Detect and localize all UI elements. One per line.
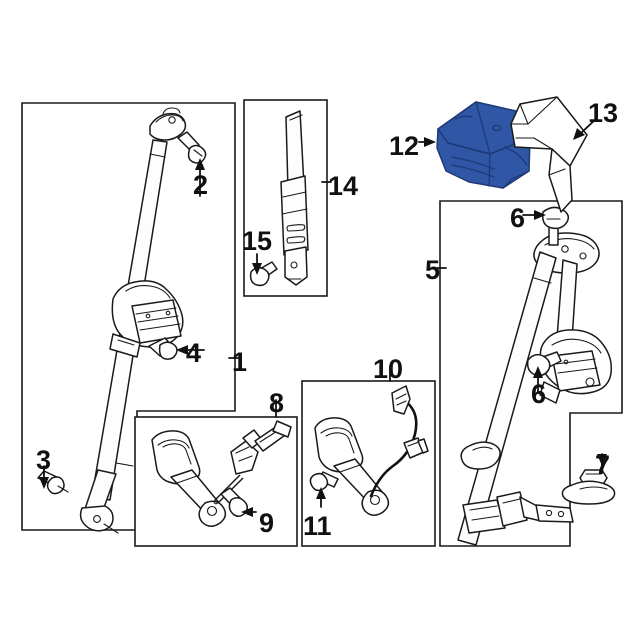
callout-number-6-upper: 6 <box>510 203 526 233</box>
callout-number-13: 13 <box>588 98 619 128</box>
callout-number-11: 11 <box>303 511 332 541</box>
callout-number-2: 2 <box>193 170 209 200</box>
callout-number-14: 14 <box>328 171 359 201</box>
callout-number-12: 12 <box>389 131 420 161</box>
callout-number-3: 3 <box>36 445 52 475</box>
buckle-with-sensor-wire-art <box>309 385 429 516</box>
leader-13 <box>579 117 598 135</box>
rear-seat-belt-assembly-art <box>457 206 616 546</box>
callout-number-8: 8 <box>269 388 285 418</box>
front-buckle-assembly-art <box>151 420 292 527</box>
callout-number-6-lower: 6 <box>531 379 547 409</box>
callout-number-15: 15 <box>242 226 273 256</box>
callout-number-9: 9 <box>259 508 275 538</box>
callout-number-5: 5 <box>425 255 441 285</box>
seat-belt-webbing-extension-art <box>249 110 309 287</box>
callout-number-1: 1 <box>232 347 248 377</box>
callout-leaders <box>39 117 607 517</box>
callout-number-10: 10 <box>373 354 404 384</box>
callout-number-7: 7 <box>595 450 611 480</box>
part-13-art <box>510 96 588 213</box>
callout-number-4: 4 <box>186 338 202 368</box>
